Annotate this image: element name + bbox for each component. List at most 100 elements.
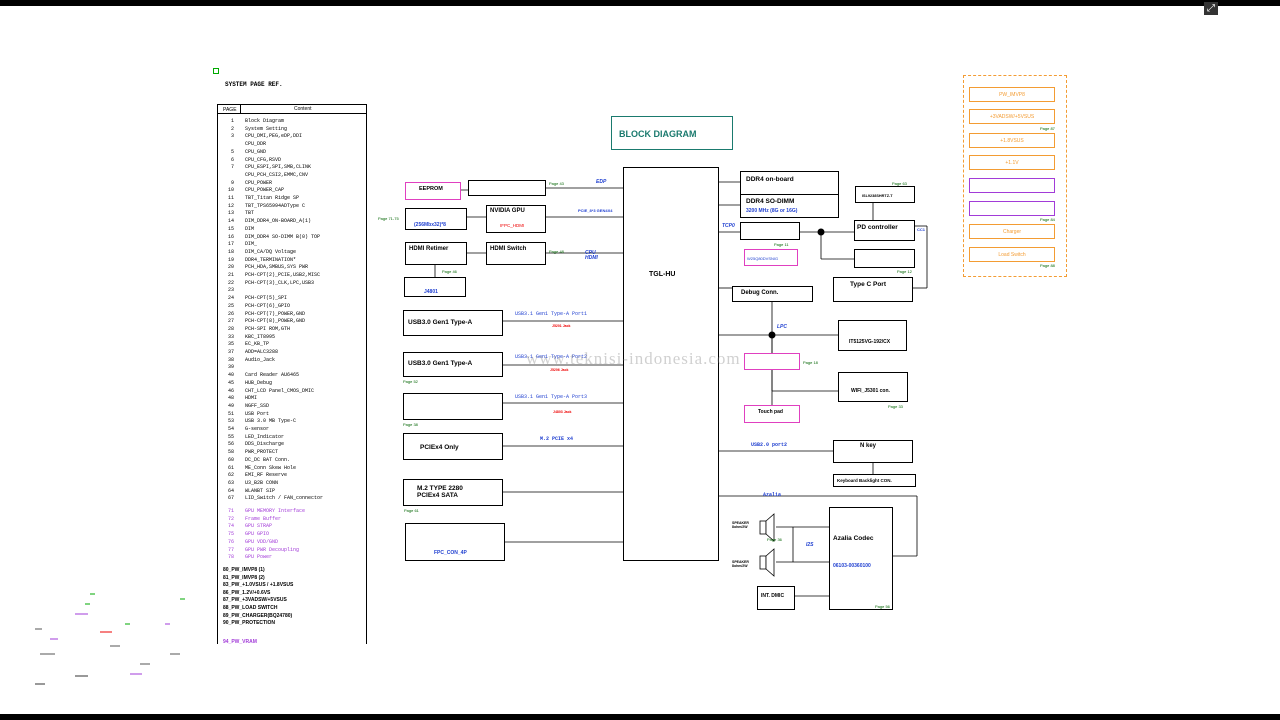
speaker1b-label: 8ohm/2W [732, 525, 748, 529]
minimap-thumbnail [35, 593, 185, 685]
index-row-page: 45 [227, 379, 234, 386]
index-row-content: CHT_LCD Panel_CMOS_DMIC [245, 387, 315, 394]
index-row-page: 11 [227, 195, 234, 201]
index-row-content: KBC_IT8995 [245, 333, 276, 340]
index-row-content: USB Port [245, 410, 270, 417]
index-row-page: 27 [227, 318, 234, 325]
usb1-block: USB3.0 Gen1 Type-A [403, 310, 503, 336]
isl-block: ISL9238SHRTZ-T [855, 186, 915, 203]
index-row-content: GPU PWR Decoupling [245, 546, 300, 553]
usb2-port2-label: USB2.0 port2 [751, 442, 788, 448]
index-row-content: GPU MEMORY Interface [245, 508, 306, 514]
index-row-page: 1 [230, 118, 234, 124]
edp-block [468, 180, 546, 196]
index-row-content: DIM_ [245, 241, 258, 248]
hdmi-switch-block: HDMI Switch [486, 242, 546, 265]
index-row-content: CPU_PCH_CSI2,EMMC,CNV [245, 171, 309, 178]
speaker1-label: SPEAKER [732, 521, 749, 525]
ddr4-onboard-label: DDR4 on-board [746, 176, 794, 183]
corner-marker [213, 68, 219, 74]
j4801-block: J4801 [404, 277, 466, 297]
power-index-row: 87_PW_+3VADSW/+5VSUS [223, 597, 287, 604]
cpu-hdmi-label-1: CPU [585, 250, 596, 256]
index-row-page: 46 [227, 387, 234, 394]
vram-block: (256Mbx32)*8 [405, 208, 467, 230]
diagram-title-box: BLOCK DIAGRAM [611, 116, 733, 150]
page-ref-36: Page 36 [767, 537, 782, 542]
ddr4-sodimm-block: DDR4 SO-DIMM 3200 MHz (8G or 16G) [740, 194, 839, 218]
m2-block: M.2 TYPE 2280 PCIEx4 SATA [403, 479, 503, 506]
fpc-block: FPC_CON_4P [405, 523, 505, 561]
index-row-page: 49 [227, 402, 234, 409]
ddr4-sodimm-label: DDR4 SO-DIMM [746, 198, 795, 205]
fpc-label: FPC_CON_4P [434, 550, 467, 556]
pw-imvp8-box: PW_IMVP8 [969, 87, 1055, 102]
index-row: 23 [218, 287, 366, 295]
w25-block: W25Q80DVSNIG [744, 249, 798, 266]
m2-pcie-label: M.2 PCIE x4 [540, 436, 574, 442]
index-row-content: WLANBT SIP [245, 487, 276, 494]
expand-icon[interactable]: ⤢ [1204, 2, 1218, 15]
index-row-page: 33 [227, 333, 234, 340]
index-row-page: 61 [227, 464, 234, 471]
index-row-content: LID_Switch / FAN_connector [245, 495, 324, 502]
index-header: PAGE Content [218, 104, 366, 114]
kbd-backlight-label: Keyboard Backlight CON. [837, 478, 892, 483]
usb2-block: USB3.0 Gen1 Type-A [403, 352, 503, 377]
index-row-content: PCH-CPT(5)_SPI [245, 295, 288, 302]
index-row-page: 21 [227, 272, 234, 278]
index-row-content: EC_KB_TP [245, 341, 270, 348]
vram-row: 94_PW_VRAM [223, 639, 257, 645]
index-row-content: TBT_TPS65994ADType C [245, 202, 306, 209]
cpu-label: TGL-HU [649, 271, 676, 278]
page-ref-88: Page 88 [1040, 263, 1055, 268]
pw-load-box: Load Switch [969, 247, 1055, 262]
index-row-content: G-sensor [245, 426, 270, 432]
index-row-page: 64 [227, 487, 234, 494]
magenta-block-1 [744, 353, 800, 370]
index-row-page: 14 [227, 218, 234, 225]
index-row-content: HDMI [245, 395, 258, 402]
power-index-row: 88_PW_LOAD SWITCH [223, 605, 278, 611]
index-row-content: PCH-SPI ROM,GTH [245, 325, 291, 332]
index-row-content: DIM_CA/DQ Voltage [245, 248, 297, 255]
index-row-page: 22 [227, 279, 234, 286]
touchpad-block: Touch pad [744, 405, 800, 423]
page-ref-38: Page 38 [403, 422, 418, 427]
page-ref-18: Page 18 [803, 360, 818, 365]
index-col-divider [240, 104, 241, 114]
index-row-page: 55 [227, 433, 234, 440]
index-row: CPU_PCH_CSI2,EMMC,CNV [218, 172, 366, 180]
codec-num-label: 06103-00360100 [833, 563, 871, 569]
page-ref-43: Page 43 [549, 181, 564, 186]
page-ref-48: Page 48 [549, 249, 564, 254]
index-row-page: 12 [227, 202, 234, 209]
debug-conn-block: Debug Conn. [732, 286, 813, 302]
index-row-page: 2 [230, 125, 234, 132]
pw-11v-box: +1.1V [969, 155, 1055, 170]
index-row-content: DC_DC BAT Conn. [245, 456, 291, 463]
index-row-page: 58 [227, 449, 234, 456]
index-row-page: 10 [227, 187, 234, 194]
index-row: 46 CHT_LCD Panel_CMOS_DMIC [218, 388, 366, 396]
index-row-page: 20 [227, 264, 234, 271]
col-content: Content [294, 106, 312, 112]
eeprom-block: EEPROM [405, 182, 461, 200]
index-title: SYSTEM PAGE REF. [225, 81, 283, 88]
azalia-codec-label: Azalia Codec [833, 535, 874, 542]
